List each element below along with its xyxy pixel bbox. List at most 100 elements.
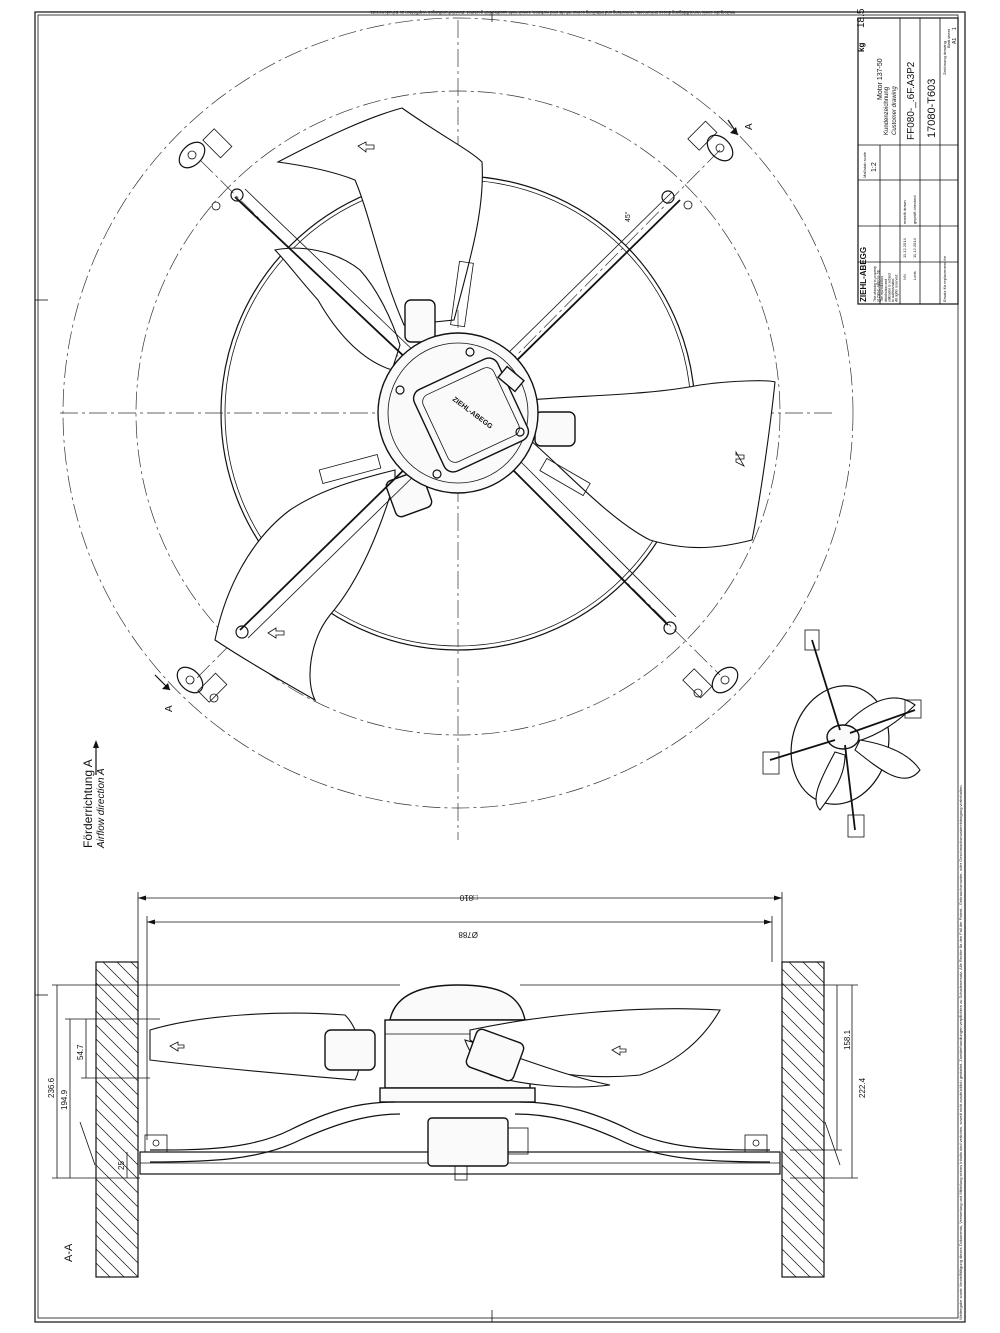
- blade-bottom: [214, 469, 396, 702]
- hatch-line: [95, 1192, 139, 1236]
- hatch-line: [95, 982, 139, 1026]
- side-note: Weitergabe sowie Vervielfältigung dieses…: [958, 784, 963, 1320]
- strut-sw-a: [239, 461, 413, 631]
- foot-left-hole: [152, 1139, 160, 1147]
- hatch-line: [95, 1010, 139, 1054]
- iso-bracket-3: [847, 814, 865, 838]
- title-block: kg 18.5 Motor 137-50 Kundenzeichnung Cus…: [856, 8, 959, 305]
- dim-outer-square: □810: [459, 893, 478, 902]
- hatch-line: [95, 1234, 139, 1278]
- airflow-label-en: Airflow direction A: [96, 768, 107, 849]
- dim-height-158: 158.1: [843, 1029, 852, 1050]
- motor-stator: [427, 1117, 509, 1167]
- cable-gland: [497, 365, 525, 393]
- hatch-line: [95, 1108, 139, 1152]
- dim-height-25: 25: [117, 1161, 126, 1170]
- hub-bolt-2: [515, 427, 525, 437]
- hatch-line: [788, 961, 825, 998]
- fan-isometric-view: [762, 629, 922, 838]
- copyright-line: utilization is subject: [887, 272, 891, 302]
- foot-left: [144, 1134, 168, 1153]
- hatch-line: [781, 1108, 825, 1152]
- hub-bolt-1: [465, 347, 475, 357]
- foot-right-hole: [752, 1139, 760, 1147]
- strut-nw-b: [244, 188, 419, 356]
- dim-height-54: 54.7: [76, 1044, 85, 1060]
- blade-right: [529, 380, 776, 549]
- hatch-line: [781, 1220, 825, 1264]
- blade-spar-3: [539, 457, 591, 497]
- drawing-label: Zeichnung drawing: [942, 41, 947, 75]
- hatch-line: [781, 1248, 811, 1278]
- hatch-line: [781, 968, 825, 1012]
- iso-bracket-4: [904, 699, 922, 719]
- hatch-line: [95, 1122, 139, 1166]
- drawing-number: 17080-T603: [926, 79, 938, 138]
- date-checked: 11.12.2014: [912, 238, 917, 258]
- hub-bolt-4: [395, 385, 405, 395]
- hatch-line: [781, 1136, 825, 1180]
- replaced-label: Ersatz für replacement for: [942, 255, 947, 302]
- strut-ne-b: [496, 191, 673, 365]
- copyright-line: to authorization.: [891, 278, 895, 302]
- hatch-line: [95, 1066, 139, 1110]
- rotation-arrow-left: [267, 627, 285, 639]
- iso-strut-2: [769, 739, 836, 761]
- hatch-line: [781, 1080, 825, 1124]
- header-note: Weitergabe sowie Vervielfältigung dieses…: [369, 10, 735, 15]
- scale-value: 1:2: [871, 162, 878, 172]
- hatch-line: [102, 961, 139, 998]
- foot-right: [744, 1134, 768, 1153]
- copyright-line: distribution and: [884, 279, 888, 302]
- brand-logo: ZIEHL-ABEGG: [859, 247, 868, 302]
- blade-left: [273, 247, 401, 371]
- dim-height-236: 236.6: [47, 1077, 56, 1098]
- hatch-line: [781, 982, 825, 1026]
- blade-clamp-right: [534, 411, 576, 447]
- hatch-line: [95, 1136, 139, 1180]
- sheet-number: 1: [952, 27, 958, 30]
- strut-sw-b: [247, 469, 421, 639]
- hatch-line: [95, 1164, 139, 1208]
- blade-spar-2: [318, 453, 382, 485]
- dim-height-194: 194.9: [60, 1089, 69, 1110]
- hatch-line: [116, 961, 139, 984]
- iso-bracket-2: [762, 751, 780, 775]
- terminal-box: [412, 357, 530, 473]
- section-arrow-right: [611, 1045, 627, 1056]
- bolt-left: [79, 1121, 96, 1166]
- iso-bracket-1: [804, 629, 820, 651]
- copyright-line: The reproduction,: [880, 275, 884, 302]
- hub-bolt-3: [432, 469, 442, 479]
- blade-spar-1: [450, 260, 474, 328]
- section-arrow-ne-head: [730, 127, 738, 135]
- section-arrow-sw-head: [162, 683, 170, 690]
- fan-top-view: ZIEHL-ABEGG: [60, 17, 854, 840]
- hatch-line: [781, 1192, 825, 1236]
- bracket-sw: [176, 625, 249, 703]
- dim-arrow-788-r: [764, 919, 772, 925]
- outer-sweep-circle: [135, 90, 781, 736]
- bracket-ne: [661, 120, 734, 210]
- iso-strut-3: [844, 744, 856, 831]
- support-arch-right: [519, 1101, 771, 1151]
- hatch-line: [781, 1178, 825, 1222]
- strut-nw-a: [234, 196, 411, 363]
- hatch-line: [781, 1066, 825, 1110]
- sheet-label: Blatt sheet: [946, 28, 951, 48]
- copyright-line: of ZIEHL-ABEGG SE.: [877, 269, 881, 302]
- section-marker-sw: A: [164, 705, 175, 712]
- centerline-diagonal-2: [189, 149, 721, 686]
- drawing-title-en: Customer drawing: [892, 86, 898, 135]
- hatch-line: [95, 1206, 139, 1250]
- rotor-top: [389, 984, 526, 1021]
- rotation-arrow-top: [357, 141, 375, 153]
- strut-se-b: [512, 453, 677, 618]
- airflow-label: Förderrichtung A Airflow direction A: [81, 740, 107, 849]
- hatch-line: [781, 1024, 825, 1068]
- hatch-line: [95, 996, 139, 1040]
- motor-shaft: [454, 1165, 468, 1181]
- checked-label: geprüft checked: [912, 196, 917, 224]
- iso-hub: [826, 724, 860, 750]
